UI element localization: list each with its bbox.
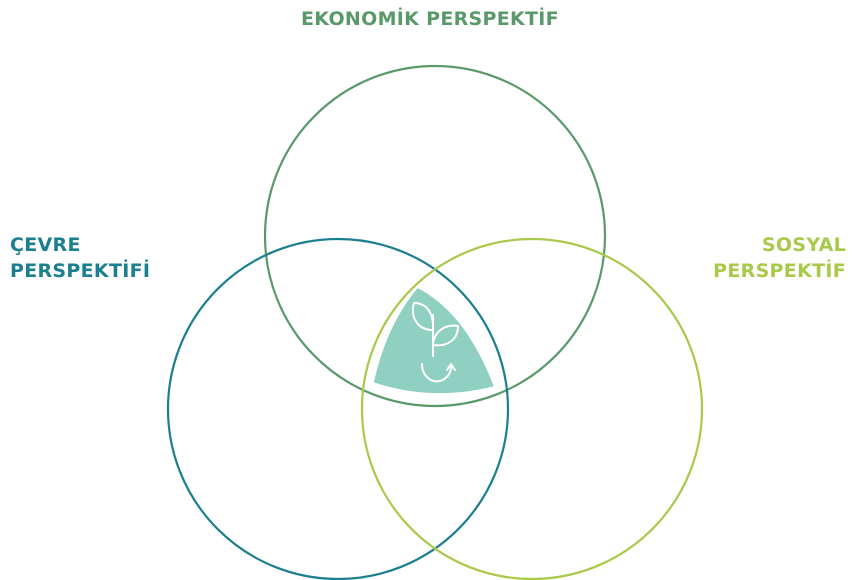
economic-circle: [263, 64, 607, 408]
economic-perspective-text: EKONOMİK PERSPEKTİF: [301, 8, 559, 30]
social-circle: [360, 237, 704, 580]
environment-perspective-line1: ÇEVRE: [10, 234, 81, 256]
economic-perspective-label: EKONOMİK PERSPEKTİF: [0, 6, 860, 32]
environment-circle: [166, 237, 510, 580]
social-perspective-label: SOSYAL PERSPEKTİF: [713, 232, 846, 284]
social-perspective-line2: PERSPEKTİF: [713, 260, 846, 282]
environment-perspective-label: ÇEVRE PERSPEKTİFİ: [10, 232, 150, 284]
sprout-cycle-icon: [412, 302, 459, 383]
social-perspective-line1: SOSYAL: [761, 234, 846, 256]
environment-perspective-line2: PERSPEKTİFİ: [10, 260, 151, 282]
